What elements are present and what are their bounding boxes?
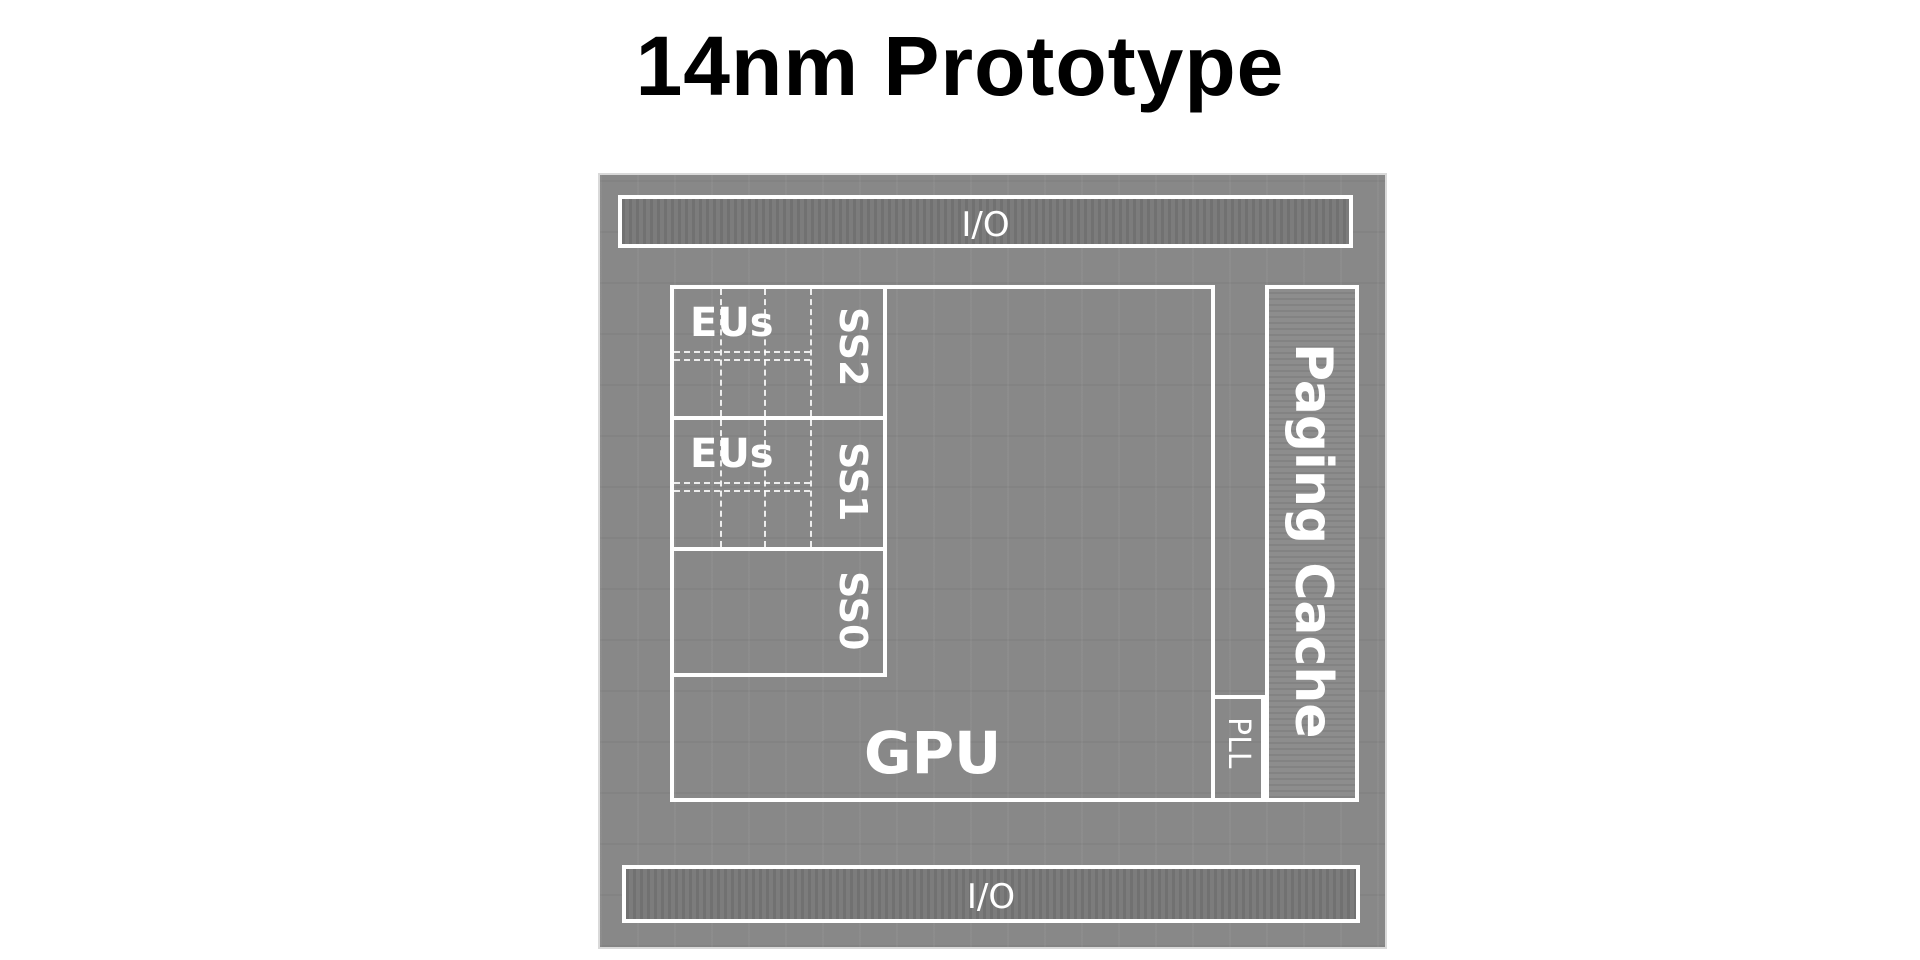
- subslice-ss2: EUs SS2: [670, 285, 887, 420]
- die-shot: I/O GPU EUs SS2 EUs SS1 SS0 PLL Paging C…: [600, 175, 1385, 947]
- io-bottom-block: I/O: [622, 865, 1360, 923]
- paging-cache-label: Paging Cache: [1283, 343, 1343, 739]
- gpu-label: GPU: [864, 719, 1002, 787]
- pll-block: PLL: [1211, 695, 1265, 802]
- subslice-ss0: SS0: [670, 547, 887, 677]
- subslice-ss1: EUs SS1: [670, 416, 887, 551]
- ss0-label: SS0: [831, 571, 875, 651]
- io-bottom-label: I/O: [966, 877, 1016, 917]
- pll-label: PLL: [1221, 717, 1256, 769]
- ss1-label: SS1: [831, 442, 875, 522]
- eus-ss2-label: EUs: [690, 300, 774, 346]
- page-title: 14nm Prototype: [635, 19, 1285, 113]
- paging-cache-block: Paging Cache: [1265, 285, 1359, 802]
- io-top-label: I/O: [961, 205, 1010, 245]
- ss2-label: SS2: [831, 307, 875, 387]
- io-top-block: I/O: [618, 195, 1353, 248]
- eus-ss1-label: EUs: [690, 431, 774, 477]
